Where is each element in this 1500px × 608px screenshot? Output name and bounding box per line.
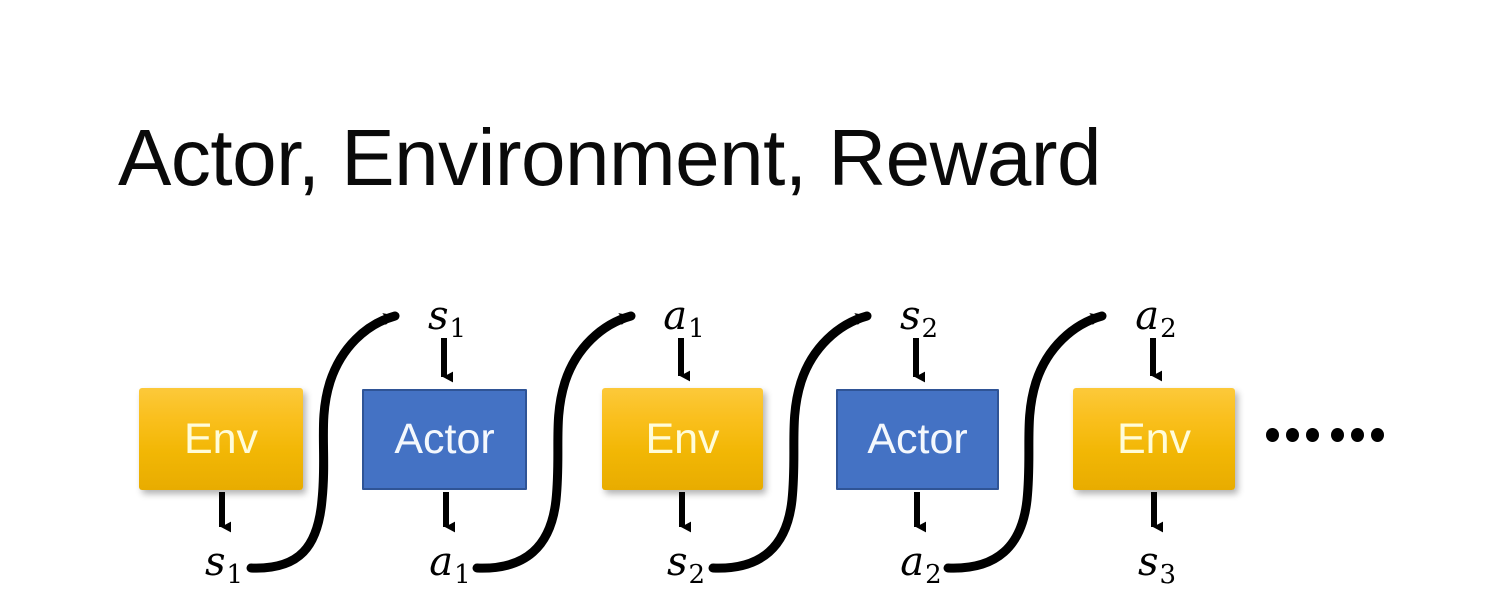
node-env-3-label: Env (1116, 414, 1192, 463)
label-bottom-state-2: s2 (667, 542, 705, 595)
label-bottom-state-1-subscript: 1 (226, 559, 244, 590)
label-bottom-action-2-subscript: 2 (925, 559, 942, 590)
label-bottom-state-1: s1 (205, 542, 243, 595)
label-top-state-1: s1 (428, 296, 466, 349)
connector-curve-s2 (708, 311, 872, 573)
connector-curve-a1 (472, 311, 636, 573)
label-bottom-state-2-subscript: 2 (688, 559, 706, 590)
ellipsis-dot (1306, 428, 1319, 442)
label-bottom-action-2-symbol: a (900, 539, 925, 585)
node-env-1-label: Env (183, 414, 259, 463)
label-bottom-action-1: a1 (429, 542, 470, 595)
node-env-1[interactable]: Env (139, 388, 303, 490)
connector-curve-s1 (246, 311, 400, 573)
page-title: Actor, Environment, Reward (118, 113, 1101, 202)
label-top-state-1-symbol: s (427, 293, 449, 339)
ellipsis-dot (1331, 428, 1344, 442)
label-top-action-2-symbol: a (1135, 293, 1160, 339)
label-bottom-state-2-symbol: s (666, 539, 688, 585)
node-actor-2-label: Actor (867, 415, 968, 463)
ellipsis-continuation (1266, 428, 1384, 442)
node-env-2-label: Env (645, 414, 720, 463)
arrow-box-to-label-group (219, 492, 1163, 533)
label-top-state-2: s2 (900, 296, 938, 349)
label-top-state-2-subscript: 2 (921, 313, 939, 344)
node-env-3[interactable]: Env (1073, 388, 1235, 490)
ellipsis-dot (1351, 428, 1364, 442)
label-bottom-state-3-subscript: 3 (1159, 559, 1177, 590)
node-actor-2[interactable]: Actor (836, 389, 999, 490)
ellipsis-dot (1371, 428, 1384, 442)
ellipsis-dot (1266, 428, 1279, 442)
ellipsis-dot (1286, 428, 1299, 442)
connector-curve-group (246, 311, 1107, 573)
label-top-action-1-subscript: 1 (688, 313, 705, 344)
label-bottom-state-1-symbol: s (204, 539, 226, 585)
label-bottom-action-2: a2 (900, 542, 941, 595)
label-bottom-state-3-symbol: s (1137, 539, 1159, 585)
label-top-action-1-symbol: a (663, 293, 688, 339)
label-top-state-2-symbol: s (899, 293, 921, 339)
label-bottom-action-1-symbol: a (429, 539, 454, 585)
label-top-action-2: a2 (1135, 296, 1176, 349)
label-top-state-1-subscript: 1 (449, 313, 467, 344)
connector-curve-a2 (943, 311, 1107, 573)
node-actor-1[interactable]: Actor (362, 389, 527, 490)
label-top-action-1: a1 (663, 296, 704, 349)
node-env-2[interactable]: Env (602, 388, 763, 490)
node-actor-1-label: Actor (394, 415, 495, 463)
label-bottom-action-1-subscript: 1 (454, 559, 471, 590)
arrow-label-to-box-group (441, 338, 1162, 383)
label-top-action-2-subscript: 2 (1160, 313, 1177, 344)
label-bottom-state-3: s3 (1138, 542, 1176, 595)
